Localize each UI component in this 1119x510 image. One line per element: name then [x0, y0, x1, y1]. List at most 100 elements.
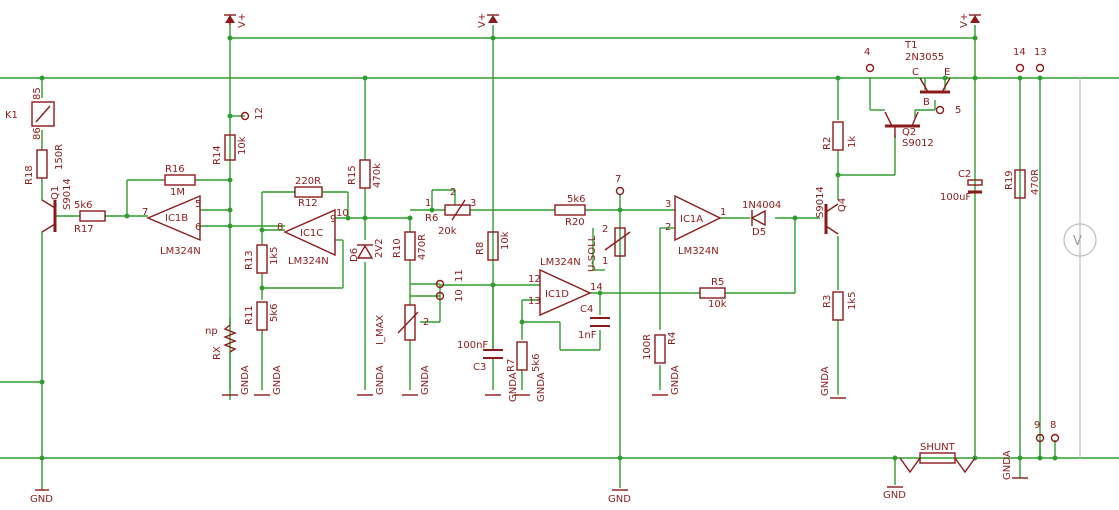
transistor-q4: S9014 Q4 [815, 186, 848, 235]
svg-text:1nF: 1nF [578, 330, 597, 341]
shunt-resistor: SHUNT [899, 442, 976, 474]
svg-text:1k: 1k [847, 136, 858, 148]
svg-text:LM324N: LM324N [160, 246, 201, 257]
svg-text:S9012: S9012 [902, 138, 934, 149]
svg-text:2: 2 [602, 224, 608, 235]
connector-5: 5 [935, 105, 961, 116]
resistor-r5: R5 10k [699, 277, 727, 310]
svg-text:D6: D6 [349, 248, 360, 262]
gnda-230: GNDA [222, 365, 251, 396]
svg-text:V+: V+ [477, 13, 488, 28]
resistor-r11: R11 5k6 [244, 301, 280, 331]
svg-text:9: 9 [1034, 420, 1040, 431]
svg-text:LM324N: LM324N [288, 256, 329, 267]
gnd-42: GND [30, 489, 53, 505]
svg-text:13: 13 [528, 296, 541, 307]
svg-text:R19: R19 [1004, 170, 1015, 190]
gnd-895: GND [883, 486, 906, 501]
svg-text:U-SOLL: U-SOLL [587, 235, 598, 272]
svg-text:C4: C4 [580, 304, 593, 315]
svg-text:13: 13 [1034, 47, 1047, 58]
svg-text:IC1B: IC1B [165, 213, 188, 224]
svg-text:85: 85 [32, 87, 43, 100]
svg-text:np: np [205, 326, 218, 337]
svg-text:R4: R4 [667, 332, 678, 345]
svg-text:R14: R14 [212, 145, 223, 165]
svg-text:1: 1 [720, 207, 726, 218]
svg-text:R20: R20 [565, 217, 585, 228]
svg-text:R7: R7 [506, 359, 517, 372]
svg-text:R8: R8 [475, 242, 486, 255]
svg-text:R12: R12 [298, 198, 318, 209]
svg-text:GNDA: GNDA [536, 372, 547, 402]
connector-4: 4 [864, 47, 875, 73]
vplus-symbol-1: V+ [224, 13, 248, 28]
connector-9-8: 9 8 [1034, 420, 1060, 443]
svg-text:8: 8 [1050, 420, 1056, 431]
svg-text:GND: GND [883, 490, 906, 501]
svg-text:R6: R6 [425, 213, 438, 224]
gnda-410: GNDA [402, 365, 431, 396]
resistor-r14: R14 10k [212, 134, 248, 165]
svg-text:1: 1 [602, 256, 608, 267]
svg-text:12: 12 [254, 107, 265, 120]
resistor-r15: R15 470k [347, 159, 383, 189]
svg-text:GNDA: GNDA [820, 366, 831, 396]
svg-text:1k5: 1k5 [847, 291, 858, 310]
potentiometer-r6: R6 20k 1 2 3 [425, 187, 476, 237]
svg-text:1M: 1M [170, 187, 185, 198]
resistor-r16: R16 1M [164, 164, 196, 198]
ground-symbols: GND GNDA GNDA GNDA GNDA GNDA GNDA GND [30, 365, 1028, 505]
opamp-ic1a: IC1A LM324N 3 2 1 [665, 194, 726, 257]
svg-text:GNDA: GNDA [420, 365, 431, 395]
svg-text:20k: 20k [438, 226, 457, 237]
resistor-r4: 100R R4 [642, 332, 678, 364]
potentiometer-imax: I_MAX 2 [375, 304, 429, 345]
svg-text:7: 7 [142, 207, 148, 218]
gnda-838: GNDA [820, 366, 846, 399]
svg-text:R5: R5 [711, 277, 724, 288]
resistor-r2: R2 1k [822, 121, 858, 151]
svg-text:8: 8 [277, 222, 283, 233]
thermistor-rx: np RX [205, 324, 237, 360]
svg-text:5k6: 5k6 [567, 194, 586, 205]
svg-text:470k: 470k [372, 163, 383, 188]
svg-text:LM324N: LM324N [678, 246, 719, 257]
resistor-r13: R13 1k5 [244, 244, 280, 274]
opamp-ic1b: IC1B LM324N 7 5 6 [142, 194, 201, 257]
svg-text:Q1: Q1 [50, 186, 61, 200]
svg-text:5: 5 [195, 199, 201, 210]
gnd-620: GND [608, 489, 631, 505]
svg-text:E: E [944, 67, 950, 78]
svg-text:GNDA: GNDA [375, 365, 386, 395]
svg-text:2N3055: 2N3055 [905, 52, 944, 63]
svg-text:LM324N: LM324N [540, 257, 581, 268]
svg-text:5k6: 5k6 [531, 353, 542, 372]
svg-text:GNDA: GNDA [508, 372, 519, 402]
svg-text:9: 9 [330, 214, 336, 225]
svg-text:R15: R15 [347, 165, 358, 185]
relay-k1: K1 85 86 [5, 87, 55, 140]
connector-12: 12 [240, 107, 265, 121]
svg-text:GND: GND [608, 494, 631, 505]
svg-text:R17: R17 [74, 224, 94, 235]
gnda-522: GNDA [514, 372, 547, 402]
capacitor-c4: C4 1nF [578, 304, 610, 341]
diode-d5: 1N4004 D5 [742, 200, 781, 238]
svg-text:RX: RX [212, 346, 223, 360]
svg-text:1: 1 [425, 198, 431, 209]
gnda-365: GNDA [357, 365, 386, 396]
transistor-q1: Q1 S9014 [41, 178, 73, 233]
vplus-symbol-2: V+ [477, 13, 499, 28]
svg-text:5: 5 [955, 105, 961, 116]
svg-text:150R: 150R [54, 144, 65, 170]
svg-text:14: 14 [1013, 47, 1026, 58]
svg-text:IC1A: IC1A [680, 214, 703, 225]
svg-text:2V2: 2V2 [374, 238, 385, 258]
svg-text:IC1D: IC1D [545, 289, 569, 300]
svg-text:4: 4 [864, 47, 870, 58]
svg-text:R11: R11 [244, 305, 255, 325]
svg-text:R16: R16 [165, 164, 185, 175]
svg-text:R10: R10 [392, 238, 403, 258]
gnda-262: GNDA [254, 365, 283, 396]
